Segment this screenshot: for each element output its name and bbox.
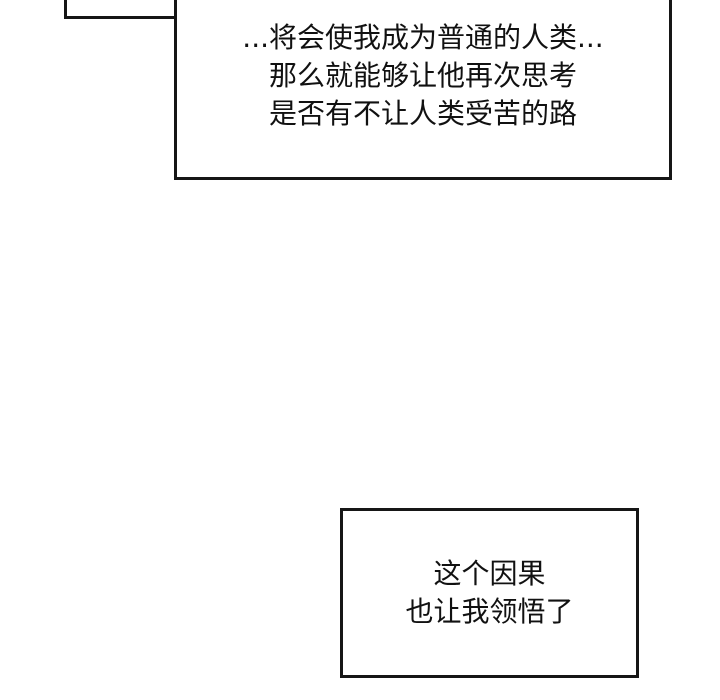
panel-border-step-horizontal	[64, 16, 177, 19]
caption-box-bottom: 这个因果 也让我领悟了	[340, 508, 639, 678]
caption-line: 是否有不让人类受苦的路	[268, 96, 577, 130]
panel-border-left-vertical	[64, 0, 67, 18]
caption-line: 这个因果	[433, 557, 546, 590]
caption-line: 也让我领悟了	[405, 595, 574, 628]
caption-line: 那么就能够让他再次思考	[268, 58, 577, 92]
caption-box-top: ...将会使我成为普通的人类... 那么就能够让他再次思考 是否有不让人类受苦的…	[174, 0, 672, 180]
caption-line: ...将会使我成为普通的人类...	[242, 20, 604, 54]
